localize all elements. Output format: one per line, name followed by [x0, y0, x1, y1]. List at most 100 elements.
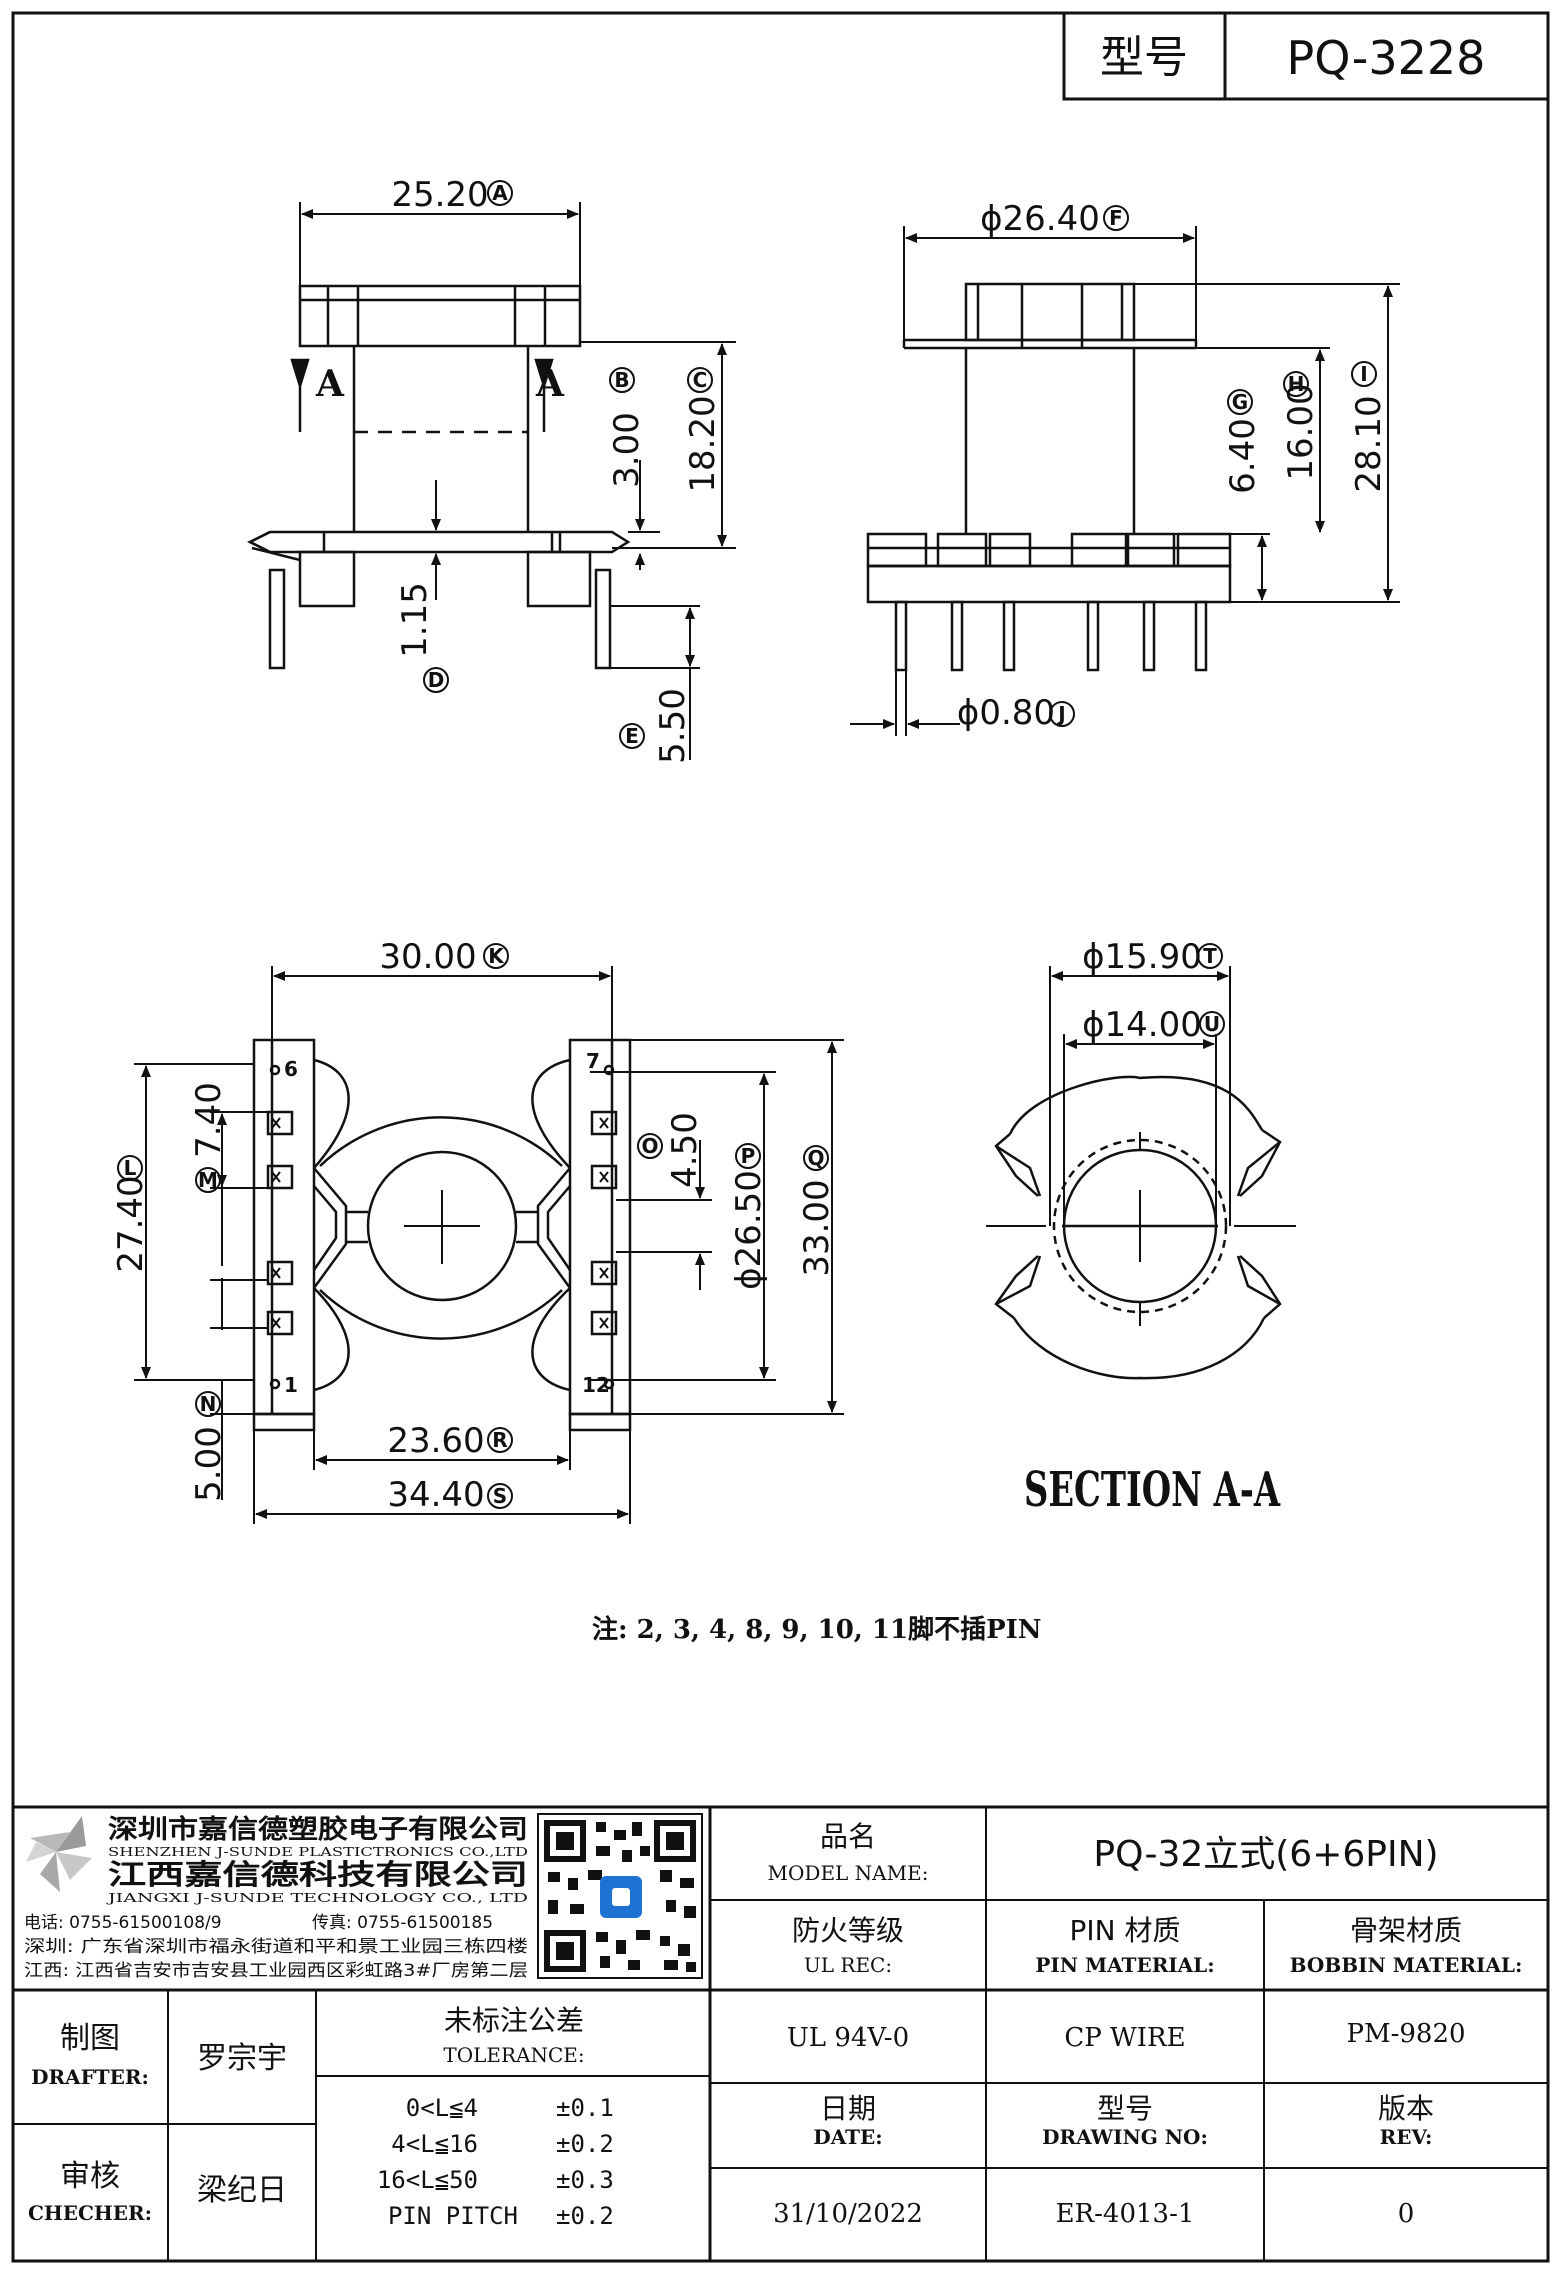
svg-text:J: J [1056, 702, 1065, 726]
svg-text:L: L [124, 1156, 137, 1180]
drawing-note: 注: 2, 3, 4, 8, 9, 10, 11脚不插PIN [592, 1614, 1042, 1645]
circle-label-h: H [1283, 371, 1309, 397]
dim-d: 1.15 [395, 582, 435, 658]
title-box-label: 型号 [1100, 32, 1188, 83]
bobbin-material-value: PM-9820 [1346, 2019, 1465, 2049]
svg-text:C: C [693, 368, 708, 392]
company-fax: 传真: 0755-61500185 [312, 1913, 493, 1933]
circle-label-b: B [609, 367, 635, 393]
circle-label-e: E [619, 723, 645, 749]
company-name-cn-2: 江西嘉信德科技有限公司 [108, 1858, 528, 1891]
dim-g: 6.40 [1223, 418, 1263, 494]
dim-b: 3.00 [607, 412, 647, 488]
pin-number-1: 1 [284, 1373, 298, 1397]
dim-u: ϕ14.00 [1082, 1005, 1202, 1045]
circle-label-u: U [1199, 1011, 1225, 1037]
dim-p: ϕ26.50 [729, 1170, 769, 1290]
drawing-no-en: DRAWING NO: [1042, 2125, 1208, 2149]
tolerance-value: ±0.2 [556, 2202, 614, 2230]
circle-label-s: S [487, 1483, 513, 1509]
pin-material-cn: PIN 材质 [1070, 1914, 1181, 1947]
front-view-dimension-lines [299, 202, 736, 760]
circle-label-d: D [423, 667, 449, 693]
qr-code [537, 1813, 703, 1979]
tolerance-en: TOLERANCE: [443, 2043, 584, 2067]
bottom-view-x-marks [271, 1117, 609, 1329]
bottom-view-dimension-lines [134, 966, 844, 1524]
company-phone: 电话: 0755-61500108/9 [24, 1913, 222, 1933]
pin-material-en: PIN MATERIAL: [1035, 1953, 1214, 1977]
dim-j: ϕ0.80 [957, 693, 1055, 733]
dim-l: 27.40 [111, 1175, 151, 1272]
svg-text:D: D [428, 668, 445, 692]
circle-label-i: I [1351, 361, 1377, 387]
section-title: SECTION A-A [1024, 1462, 1281, 1518]
section-mark-left: A [315, 363, 345, 405]
svg-text:M: M [198, 1168, 218, 1192]
dim-e: 5.50 [653, 688, 693, 764]
pin-number-6: 6 [284, 1057, 298, 1081]
dim-s: 34.40 [387, 1475, 484, 1515]
circle-label-g: G [1227, 389, 1253, 415]
rev-en: REV: [1380, 2125, 1433, 2149]
company-logo [26, 1816, 92, 1892]
drafter-value: 罗宗宇 [197, 2041, 287, 2076]
tolerance-value: ±0.2 [556, 2130, 614, 2158]
circle-label-m: M [195, 1167, 221, 1193]
bottom-view [252, 1038, 632, 1432]
checker-value: 梁纪日 [197, 2173, 287, 2208]
tolerance-value: ±0.1 [556, 2094, 614, 2122]
company-name-en-1: SHENZHEN J-SUNDE PLASTICTRONICS CO.,LTD [108, 1845, 528, 1859]
rev-value: 0 [1398, 2199, 1415, 2229]
dim-k: 30.00 [379, 937, 476, 977]
side-view-dimension-lines [850, 226, 1400, 736]
svg-text:B: B [614, 368, 629, 392]
tolerance-rows: 0<L≦4 ±0.1 4<L≦16 ±0.2 16<L≦50 ±0.3 PIN … [377, 2094, 614, 2230]
circle-label-l: L [117, 1155, 143, 1181]
tolerance-range: PIN PITCH [388, 2202, 518, 2230]
circle-label-k: K [483, 943, 509, 969]
dim-a: 25.20 [391, 175, 488, 215]
checker-en: CHECHER: [28, 2201, 152, 2225]
svg-text:P: P [741, 1144, 756, 1168]
circle-label-a: A [487, 180, 513, 206]
svg-text:S: S [493, 1484, 507, 1508]
dim-r: 23.60 [387, 1421, 484, 1461]
svg-text:F: F [1109, 206, 1123, 230]
circle-label-t: T [1197, 943, 1223, 969]
dim-t: ϕ15.90 [1082, 937, 1202, 977]
circle-label-o: O [637, 1133, 663, 1159]
dim-h: 16.00 [1281, 383, 1321, 480]
model-name-en: MODEL NAME: [768, 1861, 929, 1885]
dim-o: 4.50 [665, 1112, 705, 1188]
ul-rec-cn: 防火等级 [792, 1914, 904, 1947]
circle-label-c: C [687, 367, 713, 393]
svg-text:O: O [641, 1134, 658, 1158]
dim-i: 28.10 [1349, 395, 1389, 492]
model-name-cn: 品名 [820, 1820, 876, 1853]
pin-number-7: 7 [586, 1049, 600, 1073]
circle-label-r: R [487, 1427, 513, 1453]
circle-label-j: J [1049, 701, 1075, 727]
drawing-no-value: ER-4013-1 [1056, 2199, 1195, 2229]
ul-rec-en: UL REC: [804, 1953, 892, 1977]
svg-text:I: I [1360, 362, 1367, 386]
tolerance-range: 4<L≦16 [391, 2130, 478, 2158]
section-mark-right: A [535, 363, 565, 405]
drawing-no-cn: 型号 [1097, 2092, 1153, 2125]
tolerance-cn: 未标注公差 [444, 2004, 584, 2037]
section-arrows [290, 358, 554, 432]
svg-text:Q: Q [807, 1146, 824, 1170]
svg-text:G: G [1232, 390, 1248, 414]
pin-material-value: CP WIRE [1064, 2023, 1185, 2053]
rev-cn: 版本 [1378, 2092, 1434, 2125]
title-block-grid [13, 1805, 1548, 2261]
date-value: 31/10/2022 [773, 2199, 923, 2229]
title-box: 型号 PQ-3228 [1062, 11, 1550, 101]
company-name-en-2: JIANGXI J-SUNDE TECHNOLOGY CO., LTD [105, 1891, 528, 1905]
title-box-value: PQ-3228 [1287, 31, 1486, 85]
bobbin-material-en: BOBBIN MATERIAL: [1290, 1953, 1523, 1977]
drafter-cn: 制图 [60, 2021, 120, 2056]
company-name-cn-1: 深圳市嘉信德塑胶电子有限公司 [108, 1814, 528, 1845]
